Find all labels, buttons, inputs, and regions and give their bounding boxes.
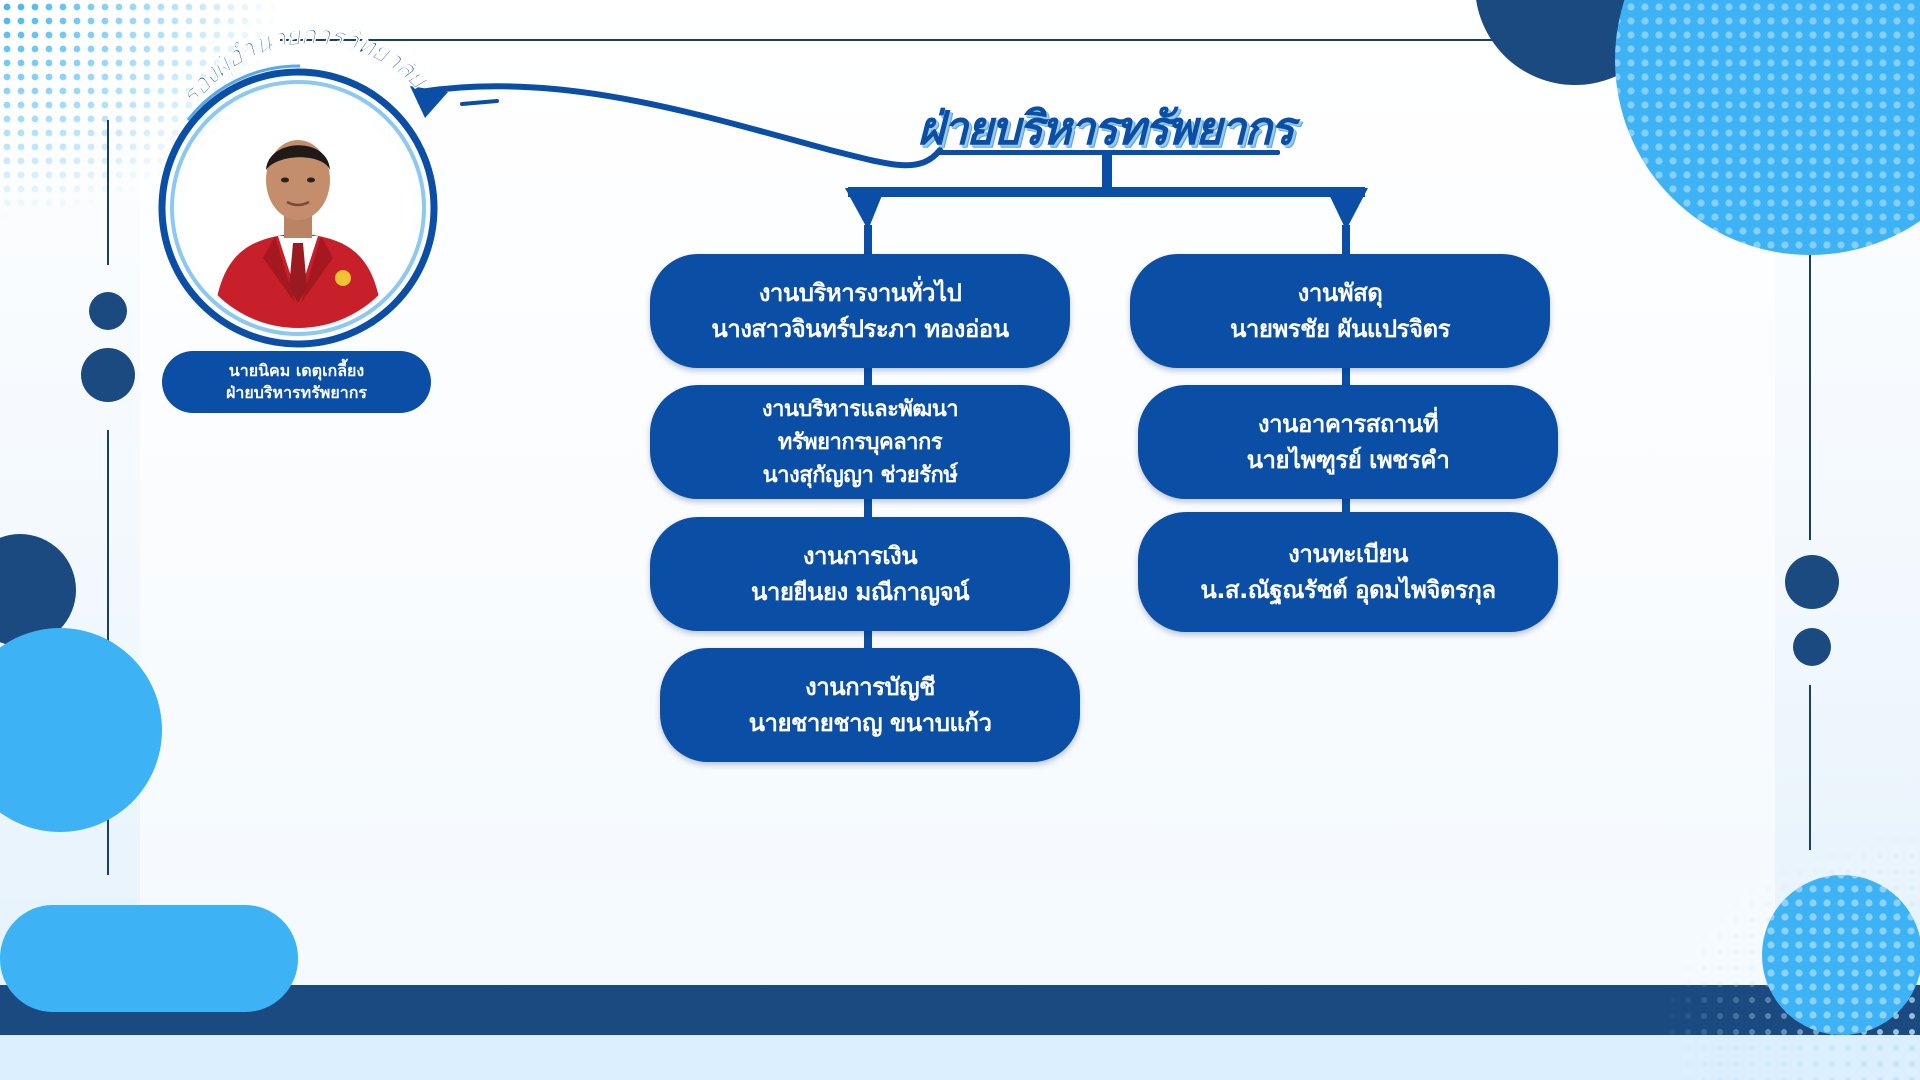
swoosh-connector: [417, 83, 943, 169]
photo-ring-outer: [158, 68, 438, 348]
leader-name: นายนิคม เดตุเกลี้ยง: [228, 361, 365, 380]
unit-name: งานทะเบียน: [1288, 540, 1408, 568]
circle-sky-left: [0, 628, 162, 832]
dot-left-2: [81, 348, 135, 402]
dot-left-1: [89, 292, 127, 330]
title-underline: [935, 150, 1280, 155]
unit-head: นายชายชาญ ขนาบแก้ว: [748, 709, 992, 737]
unit-registration: งานทะเบียน น.ส.ณัฐณรัชต์ อุดมไพจิตรกุล: [1138, 512, 1558, 632]
leader-division: ฝ่ายบริหารทรัพยากร: [226, 383, 367, 402]
circle-navy-left: [0, 534, 76, 646]
unit-buildings: งานอาคารสถานที่ นายไพฑูรย์ เพชรคำ: [1138, 385, 1558, 499]
dot-right-1: [1785, 555, 1839, 609]
swoosh-arrowhead: [410, 86, 448, 118]
unit-finance: งานการเงิน นายยีนยง มณีกาญจน์: [650, 517, 1070, 631]
unit-name: งานบริหารและพัฒนา: [761, 396, 959, 422]
unit-supplies: งานพัสดุ นายพรชัย ผันแปรจิตร: [1130, 254, 1550, 368]
unit-head: นางสาวจินทร์ประภา ทองอ่อน: [711, 315, 1009, 343]
bottom-band-light: [0, 1035, 1920, 1080]
bottom-band-navy: [0, 985, 1920, 1035]
unit-name-cont: ทรัพยากรบุคลากร: [777, 429, 943, 455]
unit-head: น.ส.ณัฐณรัชต์ อุดมไพจิตรกุล: [1200, 576, 1496, 604]
unit-general-admin: งานบริหารงานทั่วไป นางสาวจินทร์ประภา ทอง…: [650, 254, 1070, 368]
unit-head: นายยีนยง มณีกาญจน์: [750, 578, 970, 606]
leader-position-arc: รองผู้อำนวยการวิทยาลัย: [176, 20, 436, 111]
unit-name: งานพัสดุ: [1297, 279, 1383, 307]
leader-name-badge: นายนิคม เดตุเกลี้ยง ฝ่ายบริหารทรัพยากร: [162, 351, 431, 413]
bottom-left-pill: [0, 905, 298, 1012]
dot-right-2: [1793, 628, 1831, 666]
unit-name: งานบริหารงานทั่วไป: [758, 279, 962, 307]
unit-accounting: งานการบัญชี นายชายชาญ ขนาบแก้ว: [660, 648, 1080, 762]
unit-name: งานการเงิน: [802, 542, 918, 570]
chart-title: ฝ่ายบริหารทรัพยากร: [917, 101, 1294, 155]
unit-head: นายพรชัย ผันแปรจิตร: [1230, 315, 1450, 343]
photo-ring-inner: [170, 80, 426, 336]
unit-head: นางสุกัญญา ช่วยรักษ์: [762, 462, 958, 488]
unit-name: งานอาคารสถานที่: [1257, 410, 1439, 438]
unit-hr-development: งานบริหารและพัฒนา ทรัพยากรบุคลากร นางสุก…: [650, 385, 1070, 499]
leader-photo: [183, 98, 413, 328]
unit-name: งานการบัญชี: [805, 673, 935, 701]
unit-head: นายไพฑูรย์ เพชรคำ: [1246, 446, 1450, 474]
